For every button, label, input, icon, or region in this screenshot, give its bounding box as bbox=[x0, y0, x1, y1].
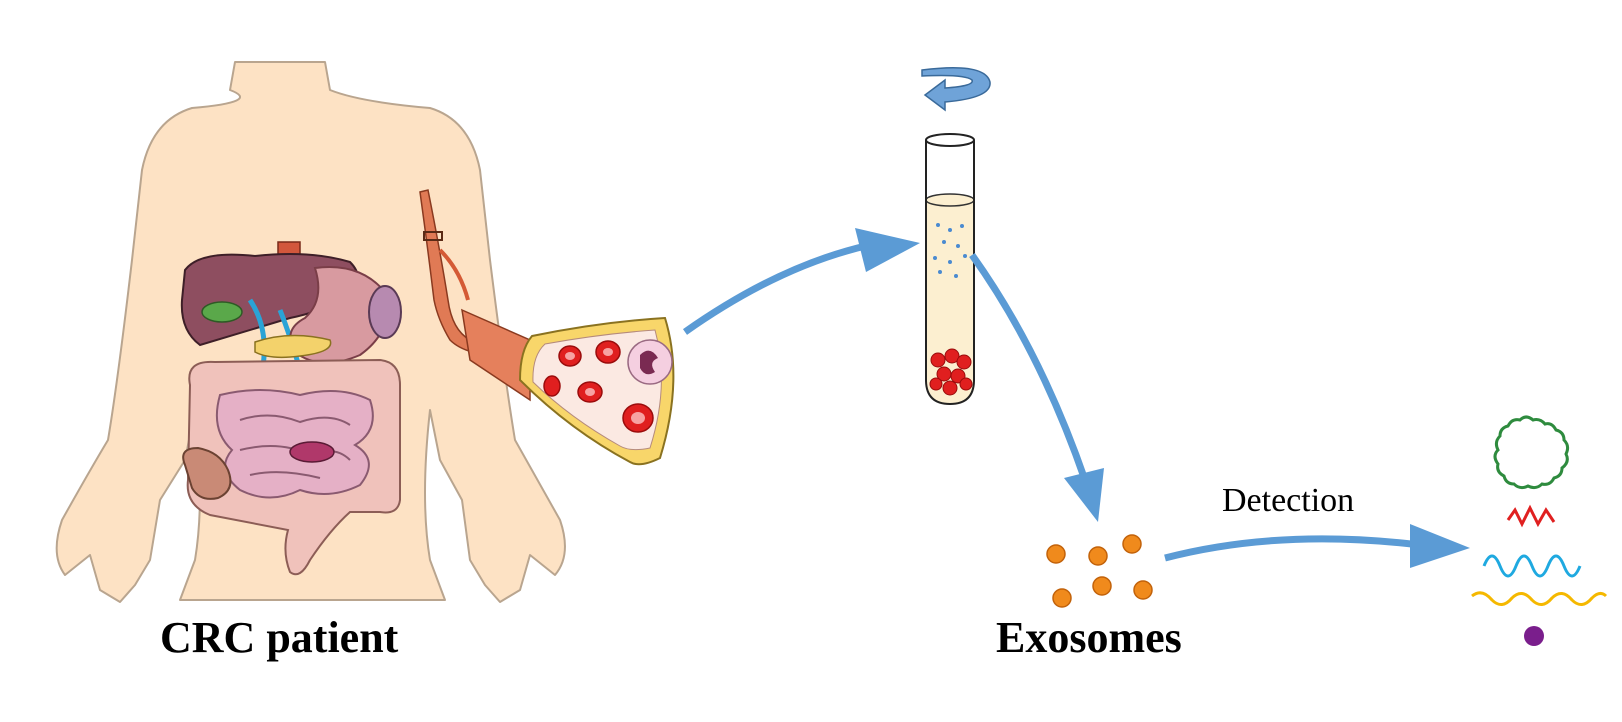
arrow-to-tube bbox=[682, 241, 871, 335]
arrow-to-detection bbox=[1164, 535, 1421, 562]
arrow-to-exosomes bbox=[969, 252, 1089, 482]
exosome-icon bbox=[1046, 544, 1066, 564]
exosome-icon bbox=[1092, 576, 1112, 596]
detection-label: Detection bbox=[1222, 482, 1355, 519]
blood-vessel-icon bbox=[419, 189, 531, 402]
mrna-icon bbox=[1482, 554, 1582, 578]
mirna-icon bbox=[1506, 504, 1556, 528]
exosome-cluster bbox=[1046, 534, 1153, 608]
exosome-icon bbox=[1088, 546, 1108, 566]
lncrna-icon bbox=[1471, 591, 1608, 606]
protein-icon bbox=[1524, 626, 1544, 646]
patient-label: CRC patient bbox=[160, 613, 399, 662]
blood-cross-section-icon bbox=[518, 316, 675, 466]
exosome-icon bbox=[1133, 580, 1153, 600]
exosome-icon bbox=[1052, 588, 1072, 608]
exosome-icon bbox=[1122, 534, 1142, 554]
organs-icon bbox=[180, 241, 402, 576]
test-tube-icon bbox=[925, 133, 975, 406]
circular-rna-icon bbox=[1493, 415, 1570, 490]
centrifuge-rotation-icon bbox=[921, 67, 991, 112]
exosomes-label: Exosomes bbox=[996, 613, 1182, 662]
